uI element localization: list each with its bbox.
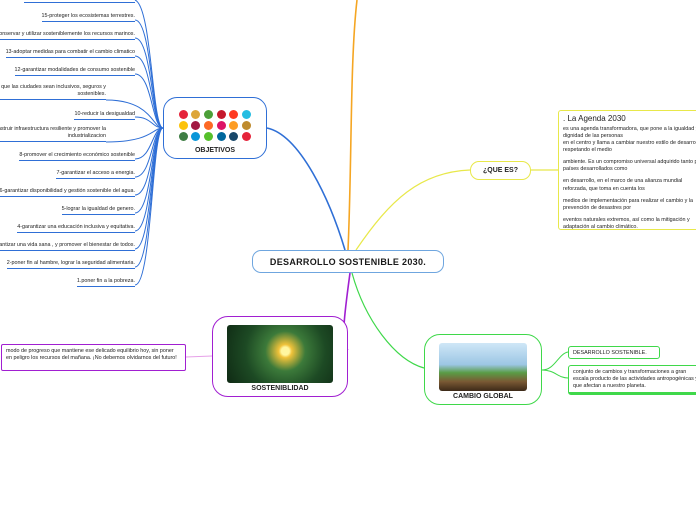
objetivos-title: OBJETIVOS — [195, 147, 235, 154]
globe-landscape-image — [439, 343, 527, 391]
que-es-paragraph: es una agenda transformadora, que pone a… — [563, 126, 696, 154]
sdg-goal-icon — [229, 121, 238, 130]
objetivo-item-text: 1.poner fin a la pobreza. — [77, 278, 135, 285]
sostenibilidad-description: modo de progreso que mantiene ese delica… — [1, 344, 186, 371]
central-topic-title: DESARROLLO SOSTENIBLE 2030. — [270, 257, 426, 267]
que-es-title: ¿QUE ES? — [483, 167, 518, 174]
objetivo-item-text: 7-garantizar el acceso a energia. — [56, 170, 135, 177]
objetivo-item[interactable]: 6-garantizar disponibilidad y gestión so… — [0, 188, 135, 197]
objetivos-node[interactable]: OBJETIVOS — [163, 97, 267, 159]
objetivo-item-text: 12-garantizar modalidades de consumo sos… — [15, 67, 135, 74]
sdg-goal-icon — [229, 132, 238, 141]
objetivo-item[interactable]: 9-construir infraestructura resiliente y… — [0, 126, 106, 142]
sdg-goal-icon — [191, 121, 200, 130]
sdg-goal-icon — [179, 110, 188, 119]
sdg-goal-icon — [179, 132, 188, 141]
objetivo-item-text: 4-garantizar una educación inclusiva y e… — [17, 224, 135, 231]
que-es-paragraph: ambiente. Es un compromiso universal adq… — [563, 159, 696, 173]
que-es-heading: . La Agenda 2030 — [563, 114, 696, 124]
objetivo-item-text: 15-proteger los ecosistemas terrestres. — [42, 13, 135, 20]
cambio-global-item: DESARROLLO SOSTENIBLE. — [568, 346, 660, 359]
objetivo-item[interactable]: 8-promover el crecimiento económico sost… — [19, 152, 135, 161]
sdg-goal-icon — [242, 110, 251, 119]
cambio-global-title: CAMBIO GLOBAL — [453, 393, 513, 400]
sdg-goal-icon — [191, 132, 200, 141]
sdg-icons-image — [178, 105, 252, 145]
objetivo-item-text: 11-lograr que las ciudades sean inclusiv… — [0, 84, 106, 91]
cambio-global-definition: conjunto de cambios y transformaciones a… — [568, 365, 696, 395]
sdg-goal-icon — [204, 121, 213, 130]
sdg-goal-icon — [179, 121, 188, 130]
objetivo-item-text: 14-conservar y utilizar sosteniblemente … — [0, 31, 135, 38]
objetivo-item[interactable]: 12-garantizar modalidades de consumo sos… — [15, 67, 135, 76]
objetivo-item-text-continued: industrializacion — [0, 133, 106, 140]
objetivo-item[interactable]: 15-proteger los ecosistemas terrestres. — [42, 13, 135, 22]
objetivo-item[interactable]: 3-garantizar una vida sana , y promover … — [0, 242, 135, 251]
objetivo-item-text: 6-garantizar disponibilidad y gestión so… — [0, 188, 135, 195]
objetivo-item[interactable]: 1.poner fin a la pobreza. — [77, 278, 135, 287]
sdg-goal-icon — [204, 132, 213, 141]
que-es-paragraph: eventos naturales extremos, así como la … — [563, 217, 696, 230]
sostenibilidad-title: SOSTENIBLIDAD — [251, 385, 308, 392]
objetivo-item[interactable]: 4-garantizar una educación inclusiva y e… — [17, 224, 135, 233]
sdg-goal-icon — [242, 132, 251, 141]
objetivo-item[interactable]: 10-reducir la desigualdad — [74, 111, 135, 120]
objetivo-item[interactable]: 7-garantizar el acceso a energia. — [56, 170, 135, 179]
objetivo-item-text: 9-construir infraestructura resiliente y… — [0, 126, 106, 133]
que-es-paragraph: medios de implementación para realizar e… — [563, 198, 696, 212]
sdg-goal-icon — [191, 110, 200, 119]
objetivo-item-text: 2-poner fin al hambre, lograr la segurid… — [7, 260, 135, 267]
objetivo-item-text: 13-adoptar medidas para combatir el camb… — [6, 49, 135, 56]
que-es-description: . La Agenda 2030 es una agenda transform… — [558, 110, 696, 230]
objetivo-item-text: 8-promover el crecimiento económico sost… — [19, 152, 135, 159]
objetivo-item[interactable]: 14-conservar y utilizar sosteniblemente … — [0, 31, 135, 40]
sdg-goal-icon — [204, 110, 213, 119]
objetivo-item-text-continued: sostenibles. — [0, 91, 106, 98]
sdg-goal-icon — [229, 110, 238, 119]
objetivo-item[interactable]: 13-adoptar medidas para combatir el camb… — [6, 49, 135, 58]
que-es-paragraph: en desarrollo, en el marco de una alianz… — [563, 178, 696, 192]
objetivo-item-text: 16-promover sociedades pacíficas e inclu… — [24, 0, 135, 1]
sostenibilidad-node[interactable]: SOSTENIBLIDAD — [212, 316, 348, 397]
cambio-global-node[interactable]: CAMBIO GLOBAL — [424, 334, 542, 405]
sdg-goal-icon — [217, 110, 226, 119]
objetivo-item[interactable]: 2-poner fin al hambre, lograr la segurid… — [7, 260, 135, 269]
objetivo-item[interactable]: 5-lograr la igualdad de genero. — [62, 206, 135, 215]
sdg-goal-icon — [242, 121, 251, 130]
objetivo-item[interactable]: 16-promover sociedades pacíficas e inclu… — [24, 0, 135, 3]
sdg-goal-icon — [217, 121, 226, 130]
objetivo-item[interactable]: 11-lograr que las ciudades sean inclusiv… — [0, 84, 106, 100]
lightbulb-plant-image — [227, 325, 333, 383]
central-topic[interactable]: DESARROLLO SOSTENIBLE 2030. — [252, 250, 444, 273]
sdg-goal-icon — [217, 132, 226, 141]
que-es-node[interactable]: ¿QUE ES? — [470, 161, 531, 180]
objetivo-item-text: 10-reducir la desigualdad — [74, 111, 135, 118]
objetivo-item-text: 5-lograr la igualdad de genero. — [62, 206, 135, 213]
objetivo-item-text: 3-garantizar una vida sana , y promover … — [0, 242, 135, 249]
